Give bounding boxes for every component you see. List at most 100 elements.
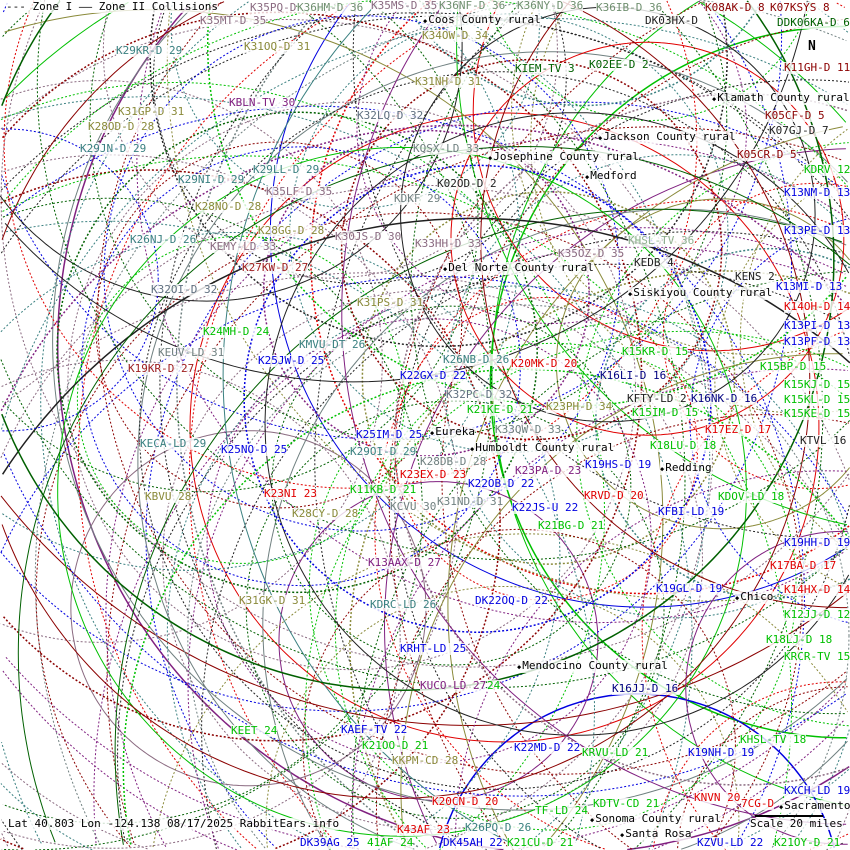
station-label[interactable]: K21BG-D 21: [538, 519, 605, 532]
station-label[interactable]: KENS 2: [735, 270, 775, 283]
station-label[interactable]: K21CU-D 21: [507, 836, 574, 849]
station-label[interactable]: K29KR-D 29: [116, 44, 183, 57]
station-label[interactable]: K31GK-D 31: [239, 594, 306, 607]
station-label[interactable]: KAEF-TV 22: [341, 723, 408, 736]
station-label[interactable]: K36NF-D 36: [439, 0, 506, 12]
station-label[interactable]: KZVU-LD 22: [697, 836, 764, 849]
station-label[interactable]: K36HM-D 36: [297, 1, 364, 14]
station-label[interactable]: DK03HX-D: [645, 14, 698, 27]
station-label[interactable]: K16NK-D 16: [691, 392, 758, 405]
station-label[interactable]: K07KSYS 8: [770, 1, 830, 14]
station-label[interactable]: KDOV-LD 18: [718, 490, 785, 503]
station-label[interactable]: K02EE-D 2: [589, 58, 649, 71]
station-label[interactable]: DK39AG 25: [300, 836, 360, 849]
station-label[interactable]: KBVU 28: [145, 490, 192, 503]
station-label[interactable]: K14HX-D 14: [784, 583, 850, 596]
station-label[interactable]: K11GH-D 11: [784, 61, 850, 74]
station-label[interactable]: K22JS-U 22: [512, 501, 579, 514]
station-label[interactable]: KDRC-LD 26: [370, 598, 437, 611]
station-label[interactable]: K05CR-D 5: [737, 148, 797, 161]
station-label[interactable]: KDTV-CD 21: [593, 797, 660, 810]
station-label[interactable]: K35MS-D 35: [371, 0, 438, 12]
station-label[interactable]: K19KR-D 27: [128, 362, 195, 375]
station-label[interactable]: KEUV-LD 31: [158, 346, 225, 359]
station-label[interactable]: K18LJ-D 18: [766, 633, 833, 646]
station-label[interactable]: KEDB 4: [634, 256, 674, 269]
station-label[interactable]: K31GP-D 31: [118, 105, 185, 118]
station-label[interactable]: TF-LD 24: [535, 804, 588, 817]
station-label[interactable]: K08AK-D 8: [705, 1, 765, 14]
station-label[interactable]: K19HH-D 19: [784, 536, 850, 549]
station-label[interactable]: K21OY-D 21: [774, 836, 841, 849]
station-label[interactable]: K27KW-D 27: [242, 261, 309, 274]
station-label[interactable]: KDRV 12: [804, 163, 850, 176]
station-label[interactable]: K07GJ-D 7: [769, 124, 829, 137]
station-label[interactable]: K11KB-D 21: [350, 483, 417, 496]
station-label[interactable]: K13MI-D 13: [776, 280, 843, 293]
station-label[interactable]: K31ND-D 31: [437, 495, 504, 508]
station-label[interactable]: K22MD-D 22: [514, 741, 581, 754]
station-label[interactable]: K13NM-D 13: [784, 186, 850, 199]
station-label[interactable]: K33QW-D 33: [495, 423, 562, 436]
station-label[interactable]: K15KE-D 15: [784, 407, 850, 420]
station-label[interactable]: K19GL-D 19: [656, 582, 723, 595]
station-label[interactable]: K32OI-D 32: [151, 283, 218, 296]
station-label[interactable]: K29LL-D 29: [253, 163, 320, 176]
station-label[interactable]: K35LF-D 35: [266, 185, 333, 198]
station-label[interactable]: K13PF-D 13: [784, 335, 850, 348]
station-label[interactable]: 7CG-D: [741, 797, 775, 810]
station-label[interactable]: KBLN-TV 30: [229, 96, 296, 109]
station-label[interactable]: K22OB-D 22: [468, 477, 535, 490]
station-label[interactable]: KXCH-LD 19: [784, 784, 850, 797]
station-label[interactable]: K24MH-D 24: [203, 325, 270, 338]
station-label[interactable]: K31PS-D 31: [357, 296, 424, 309]
station-label[interactable]: K28NO-D 28: [195, 200, 262, 213]
station-label[interactable]: K35PQ-D: [250, 1, 297, 14]
station-label[interactable]: K21OO-D 21: [362, 739, 429, 752]
station-label[interactable]: K23PH-D 34: [546, 400, 613, 413]
station-label[interactable]: K17EZ-D 17: [705, 423, 772, 436]
station-label[interactable]: DK22OQ-D 22: [475, 594, 548, 607]
station-label[interactable]: K05CF-D 5: [765, 109, 825, 122]
station-label[interactable]: K21KE-D 21: [467, 403, 534, 416]
station-label[interactable]: K31NH-D 31: [415, 75, 482, 88]
station-label[interactable]: K34OW-D 34: [422, 29, 489, 42]
station-label[interactable]: K13AAX-D 27: [368, 556, 441, 569]
station-label[interactable]: K25NO-D 25: [221, 443, 288, 456]
station-label[interactable]: KHSL-TV 36: [628, 234, 695, 247]
station-label[interactable]: K15BP-D 15: [760, 360, 827, 373]
station-label[interactable]: KHSL-TV 18: [740, 733, 807, 746]
station-label[interactable]: KRVD-D 20: [584, 489, 644, 502]
station-label[interactable]: K28OD-D 28: [88, 120, 155, 133]
station-label[interactable]: K26NB-D 26: [443, 353, 510, 366]
station-label[interactable]: K20MK-D 20: [511, 357, 578, 370]
station-label[interactable]: K35OZ-D 35: [558, 247, 625, 260]
station-label[interactable]: K25IM-D 25: [356, 428, 423, 441]
station-label[interactable]: K19HS-D 19: [585, 458, 652, 471]
station-label[interactable]: K29NI-D 29: [178, 173, 245, 186]
station-label[interactable]: K15KL-D 15: [784, 393, 850, 406]
station-label[interactable]: KECA-LD 29: [140, 437, 207, 450]
station-label[interactable]: K13PI-D 13: [784, 319, 850, 332]
station-label[interactable]: KQSX-LD 33: [413, 142, 480, 155]
station-label[interactable]: K15IM-D 15: [632, 406, 699, 419]
station-label[interactable]: K35MT-D 35: [200, 14, 267, 27]
station-label[interactable]: KTVL 16: [800, 434, 847, 447]
station-label[interactable]: K29OI-D 29: [350, 445, 417, 458]
station-label[interactable]: K15KJ-D 15: [784, 378, 850, 391]
station-label[interactable]: KRHT-LD 25: [400, 642, 467, 655]
station-label[interactable]: DK45AH 22: [443, 836, 503, 849]
station-label[interactable]: K13PE-D 13: [784, 224, 850, 237]
station-label[interactable]: K23NI 23: [264, 487, 317, 500]
station-label[interactable]: K29JN-D 29: [80, 142, 147, 155]
station-label[interactable]: K28DB-D 28: [420, 455, 487, 468]
station-label[interactable]: 41AF 24: [367, 836, 414, 849]
station-label[interactable]: K20CN-D 20: [432, 795, 499, 808]
station-label[interactable]: K32PC-D 32: [446, 388, 513, 401]
station-label[interactable]: K15KR-D 15: [622, 345, 689, 358]
station-label[interactable]: KUCO-LD 27: [420, 679, 487, 692]
station-label[interactable]: K31OQ-D 31: [244, 40, 311, 53]
station-label[interactable]: KRVU-LD 21: [582, 746, 649, 759]
station-label[interactable]: K16LI-D 16: [600, 369, 667, 382]
station-label[interactable]: KDKF 29: [394, 192, 441, 205]
